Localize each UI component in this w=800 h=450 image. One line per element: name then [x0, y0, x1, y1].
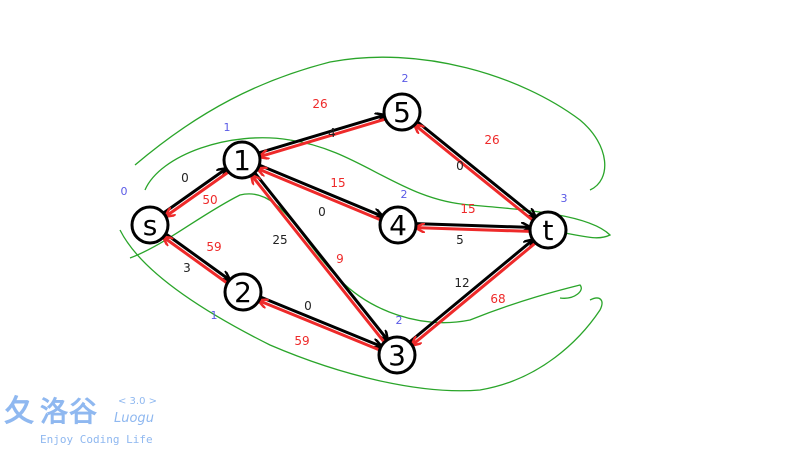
node-circle — [528, 210, 568, 250]
node-circle — [222, 140, 262, 180]
node-t: t3 — [528, 192, 568, 250]
residual-edge-t-5 — [415, 125, 534, 222]
forward-edge-1-3 — [253, 171, 388, 340]
node-circle — [382, 92, 422, 132]
cut-curve — [129, 193, 582, 324]
node-circle — [130, 205, 170, 245]
forward-edge-3-t — [408, 240, 533, 344]
cut-curve — [144, 137, 612, 239]
forward-edge-label: 0 — [304, 299, 312, 313]
node-label: 2 — [234, 276, 252, 309]
forward-edge-label: 0 — [181, 171, 189, 185]
cut-curve — [134, 56, 606, 191]
forward-edge-s-2 — [164, 232, 230, 280]
residual-edge-1-s — [166, 170, 230, 216]
node-label: 1 — [233, 144, 251, 177]
residual-edge-label: 15 — [460, 202, 475, 216]
residual-edge-t-4 — [416, 228, 530, 233]
forward-edge-label: 4 — [328, 126, 336, 140]
node-circle — [377, 335, 417, 375]
forward-edge-label: 0 — [456, 159, 464, 173]
residual-edge-2-s — [163, 237, 229, 285]
node-level-label: 2 — [402, 72, 409, 85]
node-circle — [378, 205, 418, 245]
residual-edge-4-1 — [258, 169, 382, 222]
forward-edge-label: 5 — [456, 233, 464, 247]
forward-edge-label: 3 — [183, 261, 191, 275]
node-2: 21 — [211, 272, 263, 322]
forward-edge-4-t — [416, 222, 530, 228]
node-label: t — [543, 214, 554, 247]
logo-version: < 3.0 > — [118, 396, 158, 407]
forward-edge-2-3 — [259, 295, 381, 346]
residual-edge-3-2 — [259, 301, 381, 352]
residual-edge-label: 50 — [202, 193, 217, 207]
node-level-label: 2 — [401, 188, 408, 201]
cut-curve — [119, 229, 603, 392]
node-label: 5 — [393, 96, 411, 129]
node-4: 42 — [378, 188, 418, 245]
residual-edge-label: 26 — [484, 133, 499, 147]
residual-edge-label: 9 — [336, 252, 344, 266]
residual-edge-5-1 — [260, 117, 386, 157]
node-label: 4 — [389, 209, 407, 242]
logo-slogan: Enjoy Coding Life — [40, 433, 153, 446]
node-level-label: 1 — [224, 121, 231, 134]
residual-edge-label: 26 — [312, 97, 327, 111]
node-level-label: 1 — [211, 309, 218, 322]
logo-english: Luogu — [114, 411, 154, 426]
residual-edge-label: 59 — [206, 240, 221, 254]
node-1: 11 — [222, 121, 262, 180]
forward-edge-label: 12 — [454, 276, 469, 290]
node-3: 32 — [377, 314, 417, 375]
forward-edge-label: 0 — [318, 205, 326, 219]
node-label: 3 — [388, 339, 406, 372]
forward-edge-1-5 — [258, 115, 385, 155]
node-circle — [223, 272, 263, 312]
forward-edge-5-t — [416, 120, 535, 217]
node-s: s0 — [121, 185, 170, 245]
residual-edge-label: 68 — [490, 292, 505, 306]
forward-edge-s-1 — [162, 169, 227, 215]
residual-edge-label: 15 — [330, 176, 345, 190]
residual-edge-t-3 — [412, 241, 537, 345]
logo-name: 洛谷 — [40, 395, 99, 428]
node-level-label: 2 — [396, 314, 403, 327]
residual-edge-3-1 — [252, 175, 386, 344]
forward-edge-label: 25 — [272, 233, 287, 247]
residual-edge-label: 59 — [294, 334, 309, 348]
forward-edge-1-4 — [258, 163, 382, 216]
node-label: s — [143, 209, 158, 242]
logo-mark-icon: 夂 — [4, 394, 34, 429]
node-5: 52 — [382, 72, 422, 132]
node-level-label: 3 — [561, 192, 568, 205]
luogu-logo: 夂 洛谷 < 3.0 > Luogu Enjoy Coding Life — [4, 396, 164, 448]
cut-curves — [119, 56, 612, 392]
node-level-label: 0 — [121, 185, 128, 198]
